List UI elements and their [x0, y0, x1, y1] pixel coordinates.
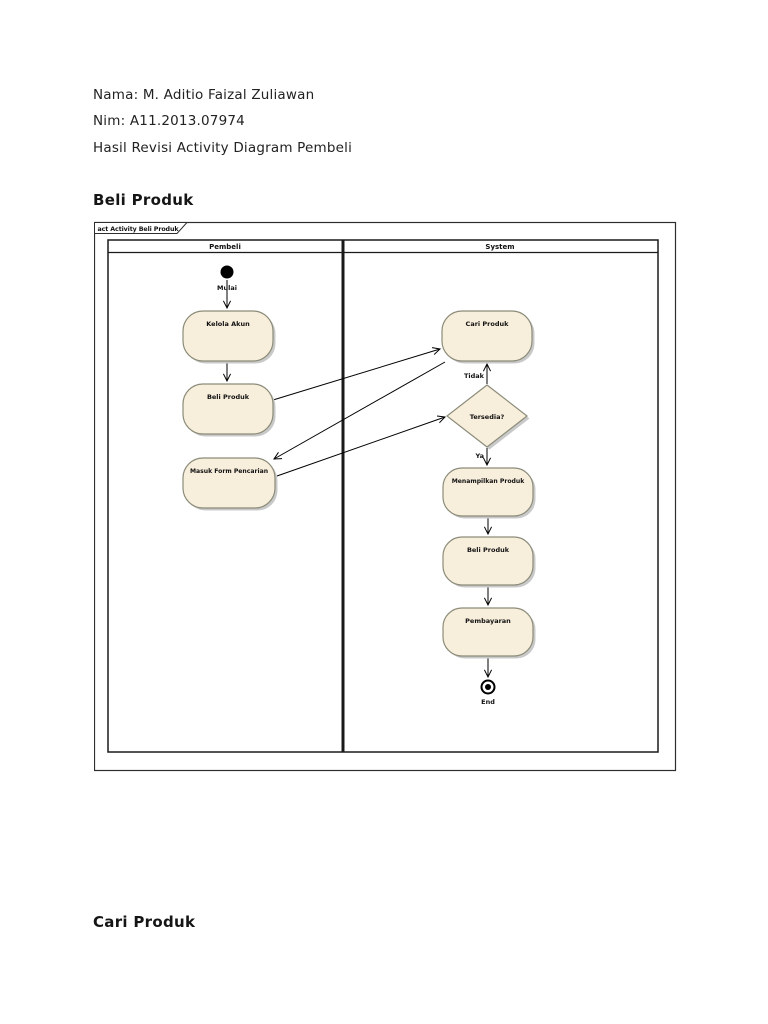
activity-diagram-canvas: act Activity Beli Produk Pembeli System …: [94, 221, 677, 772]
edge-beli-produk-to-cari-produk: [272, 349, 440, 401]
activity-shape: [442, 607, 534, 657]
lane-header-system: System: [485, 243, 514, 251]
activity-shape: [442, 467, 534, 517]
end-node: End: [480, 679, 496, 706]
decision-label: Tersedia?: [470, 413, 505, 421]
diagram-frame-border: [94, 221, 677, 772]
author-name-line: Nama: M. Aditio Faizal Zuliawan: [93, 87, 315, 103]
activity-label: Kelola Akun: [206, 320, 250, 328]
activity-shape: [441, 310, 533, 362]
activity-label: Pembayaran: [465, 617, 511, 625]
diagram-frame-tab: [94, 222, 189, 234]
activity-label: Cari Produk: [466, 320, 510, 328]
activity-masuk-form-pencarian: Masuk Form Pencarian: [182, 457, 278, 511]
activity-cari-produk: Cari Produk: [441, 310, 535, 364]
activity-label: Beli Produk: [207, 393, 250, 401]
activity-label: Masuk Form Pencarian: [190, 468, 268, 475]
author-nim-line: Nim: A11.2013.07974: [93, 113, 245, 129]
end-node-inner-dot: [485, 684, 491, 690]
activity-pembayaran: Pembayaran: [442, 607, 536, 659]
document-subtitle-line: Hasil Revisi Activity Diagram Pembeli: [93, 140, 353, 156]
activity-beli-produk-system: Beli Produk: [442, 536, 536, 588]
edge-label-tidak: Tidak: [464, 372, 485, 380]
swimlane-outline: [107, 239, 659, 753]
end-node-label: End: [481, 698, 495, 706]
diagram-frame-label: act Activity Beli Produk: [98, 226, 180, 233]
decision-shape: [446, 384, 528, 448]
edge-label-ya: Ya: [475, 452, 485, 460]
activity-kelola-akun: Kelola Akun: [182, 310, 276, 364]
activity-label: Menampilkan Produk: [452, 478, 526, 485]
activity-label: Beli Produk: [467, 546, 510, 554]
activity-shape: [182, 310, 274, 362]
activity-shape: [442, 536, 534, 586]
activity-diagram-beli-produk: act Activity Beli Produk Pembeli System …: [94, 219, 678, 772]
activity-shape: [182, 383, 274, 435]
section-title-cari-produk: Cari Produk: [93, 913, 196, 931]
activity-beli-produk-pembeli: Beli Produk: [182, 383, 276, 437]
decision-tersedia: Tersedia?: [446, 384, 530, 450]
start-node: [220, 265, 234, 279]
lane-header-pembeli: Pembeli: [209, 243, 241, 251]
activity-shape: [182, 457, 276, 509]
edge-masuk-form-to-decision: [276, 417, 445, 477]
activity-menampilkan-produk: Menampilkan Produk: [442, 467, 536, 519]
edge-cari-produk-to-masuk-form: [274, 361, 446, 459]
start-node-label: Mulai: [217, 284, 237, 292]
section-title-beli-produk: Beli Produk: [93, 191, 194, 209]
